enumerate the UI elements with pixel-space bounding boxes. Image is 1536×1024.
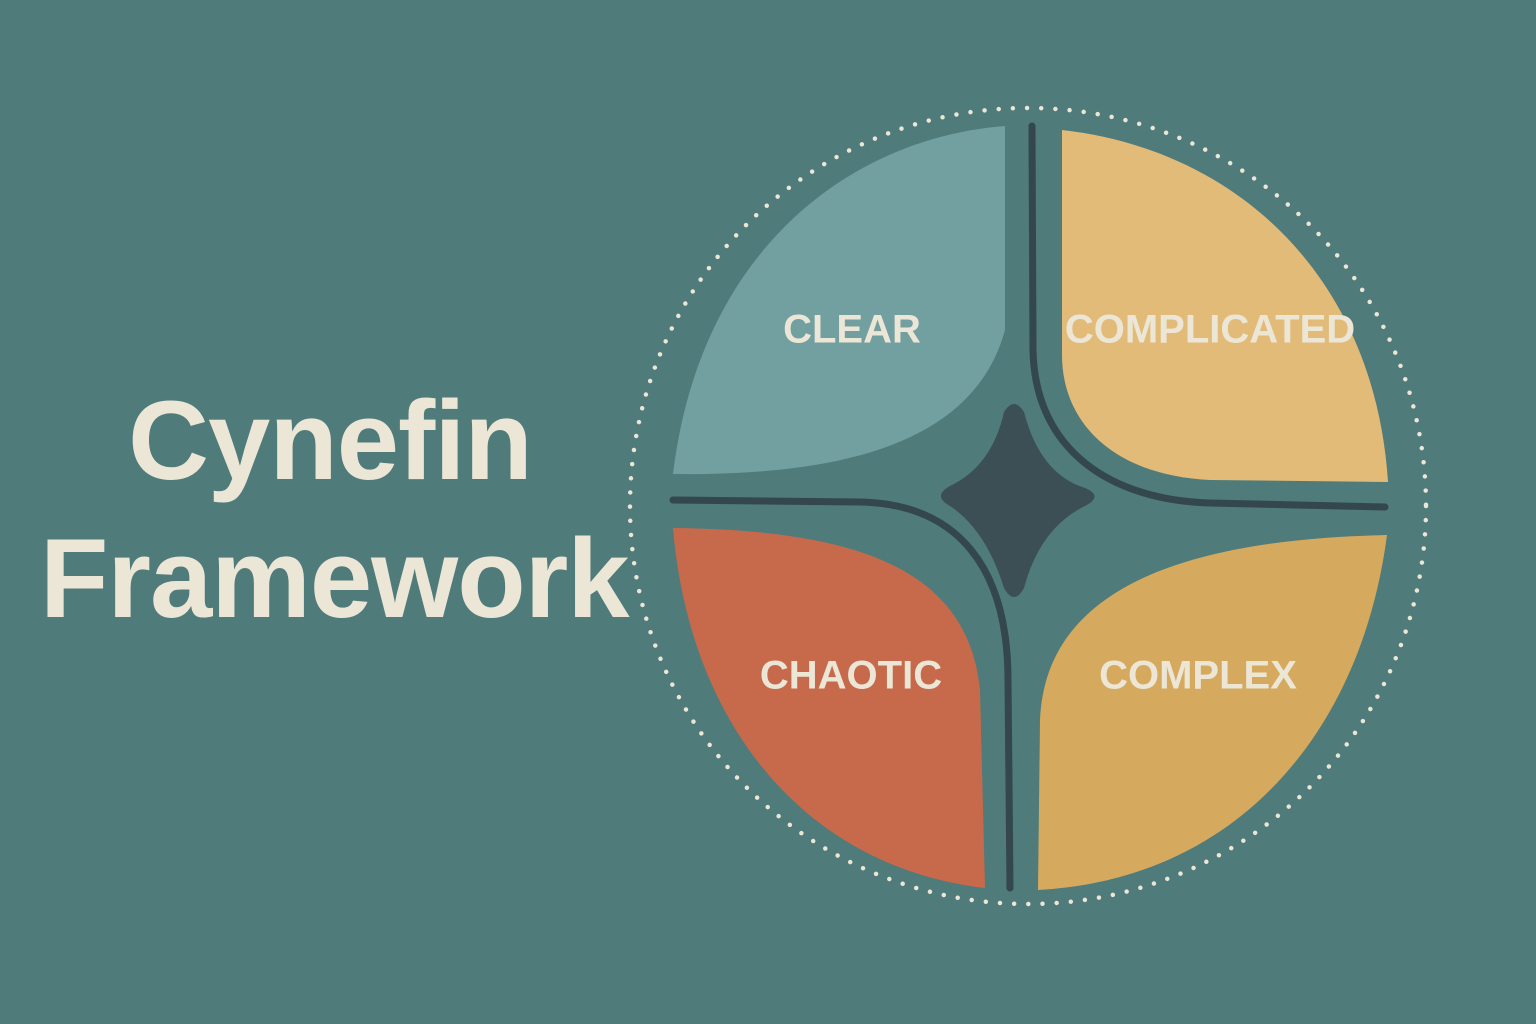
page-title: Cynefin Framework [40, 372, 630, 648]
label-clear: CLEAR [783, 308, 921, 352]
divider-bottom [669, 496, 1014, 892]
label-complex: COMPLEX [1099, 654, 1297, 698]
domain-complicated[interactable] [1062, 130, 1388, 482]
title-line-2: Framework [40, 516, 630, 641]
domain-clear[interactable] [673, 126, 1005, 475]
domain-complex[interactable] [1038, 535, 1387, 890]
title-line-1: Cynefin [128, 378, 533, 503]
divider-top [1028, 122, 1389, 511]
label-complicated: COMPLICATED [1065, 308, 1355, 352]
dotted-ring [627, 105, 1429, 907]
center-disorder [941, 404, 1095, 597]
label-chaotic: CHAOTIC [760, 654, 942, 698]
domain-chaotic[interactable] [673, 528, 985, 888]
